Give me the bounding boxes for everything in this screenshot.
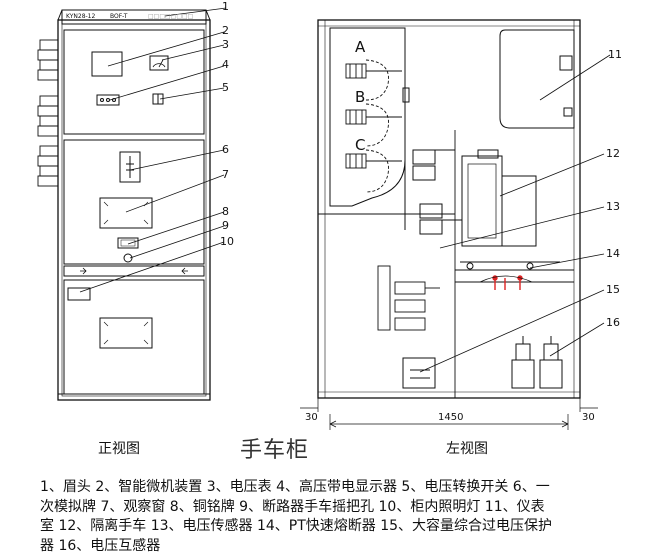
front-view-caption: 正视图	[98, 441, 140, 457]
observation-window	[99, 197, 153, 229]
callout-7: 7	[222, 168, 229, 181]
callout-12: 12	[606, 147, 620, 160]
callout-3: 3	[222, 38, 229, 51]
lower-window	[99, 317, 153, 349]
callout-9: 9	[222, 219, 229, 232]
diagram-title: 手车柜	[240, 438, 310, 463]
callout-4: 4	[222, 58, 229, 71]
voltage-transformer	[511, 336, 563, 389]
callout-16: 16	[606, 316, 620, 329]
phase-bushings	[345, 59, 402, 193]
isolation-truck	[460, 149, 560, 270]
callout-15: 15	[606, 283, 620, 296]
busbars	[402, 40, 462, 235]
callout-8: 8	[222, 205, 229, 218]
mimic-plate	[119, 151, 141, 183]
copper-nameplate	[117, 237, 139, 249]
cable-door	[63, 279, 205, 395]
callout-5: 5	[222, 81, 229, 94]
lower-breaker	[377, 265, 440, 331]
crank-hole	[123, 253, 133, 263]
instrument-door	[63, 29, 205, 135]
plate-text-mid: BOF-T	[110, 13, 128, 20]
side-callout-leaders	[419, 54, 611, 373]
callout-13: 13	[606, 200, 620, 213]
side-cabinet-outline	[317, 19, 581, 399]
plate-text-right: □□□□□□□□	[148, 13, 194, 20]
divider-bar	[63, 265, 205, 277]
callout-1: 1	[222, 0, 229, 13]
dim-right-margin: 30	[582, 412, 595, 423]
front-header-band	[61, 9, 207, 25]
legend-line: 器 16、电压互感器	[40, 537, 161, 554]
legend: 1、眉头 2、智能微机装置 3、电压表 4、高压带电显示器 5、电压转换开关 6…	[40, 478, 630, 556]
side-view-caption: 左视图	[446, 441, 488, 457]
pt-fuse	[492, 275, 523, 290]
breaker-door	[63, 139, 205, 265]
smart-device-box	[91, 51, 123, 77]
voltmeter	[149, 55, 169, 71]
callout-2: 2	[222, 24, 229, 37]
legend-line: 室 12、隔离手车 13、电压传感器 14、PT快速熔断器 15、大容量综合过电…	[40, 518, 553, 534]
dim-left-margin: 30	[305, 412, 318, 423]
lighting-lamp	[67, 287, 91, 301]
front-cabinet-outline	[57, 19, 211, 401]
side-insulators	[37, 39, 59, 187]
phase-b: B	[355, 88, 366, 106]
front-view	[37, 7, 227, 401]
dim-width: 1450	[438, 412, 464, 423]
legend-line: 1、眉头 2、智能微机装置 3、电压表 4、高压带电显示器 5、电压转换开关 6…	[40, 479, 550, 495]
callout-14: 14	[606, 247, 620, 260]
instrument-room	[499, 29, 575, 129]
live-display	[96, 94, 120, 106]
legend-line: 次模拟牌 7、观察窗 8、铜铭牌 9、断路器手车摇把孔 10、柜内照明灯 11、…	[40, 498, 545, 515]
front-callout-leaders	[79, 7, 227, 293]
side-view	[300, 19, 611, 430]
surge-protector	[402, 357, 436, 389]
phase-c: C	[355, 136, 366, 154]
dimension-lines	[300, 398, 598, 430]
callout-10: 10	[220, 235, 234, 248]
plate-text-left: KYN28-12	[66, 13, 96, 20]
callout-6: 6	[222, 143, 229, 156]
phase-a: A	[355, 38, 366, 56]
callout-11: 11	[608, 48, 622, 61]
